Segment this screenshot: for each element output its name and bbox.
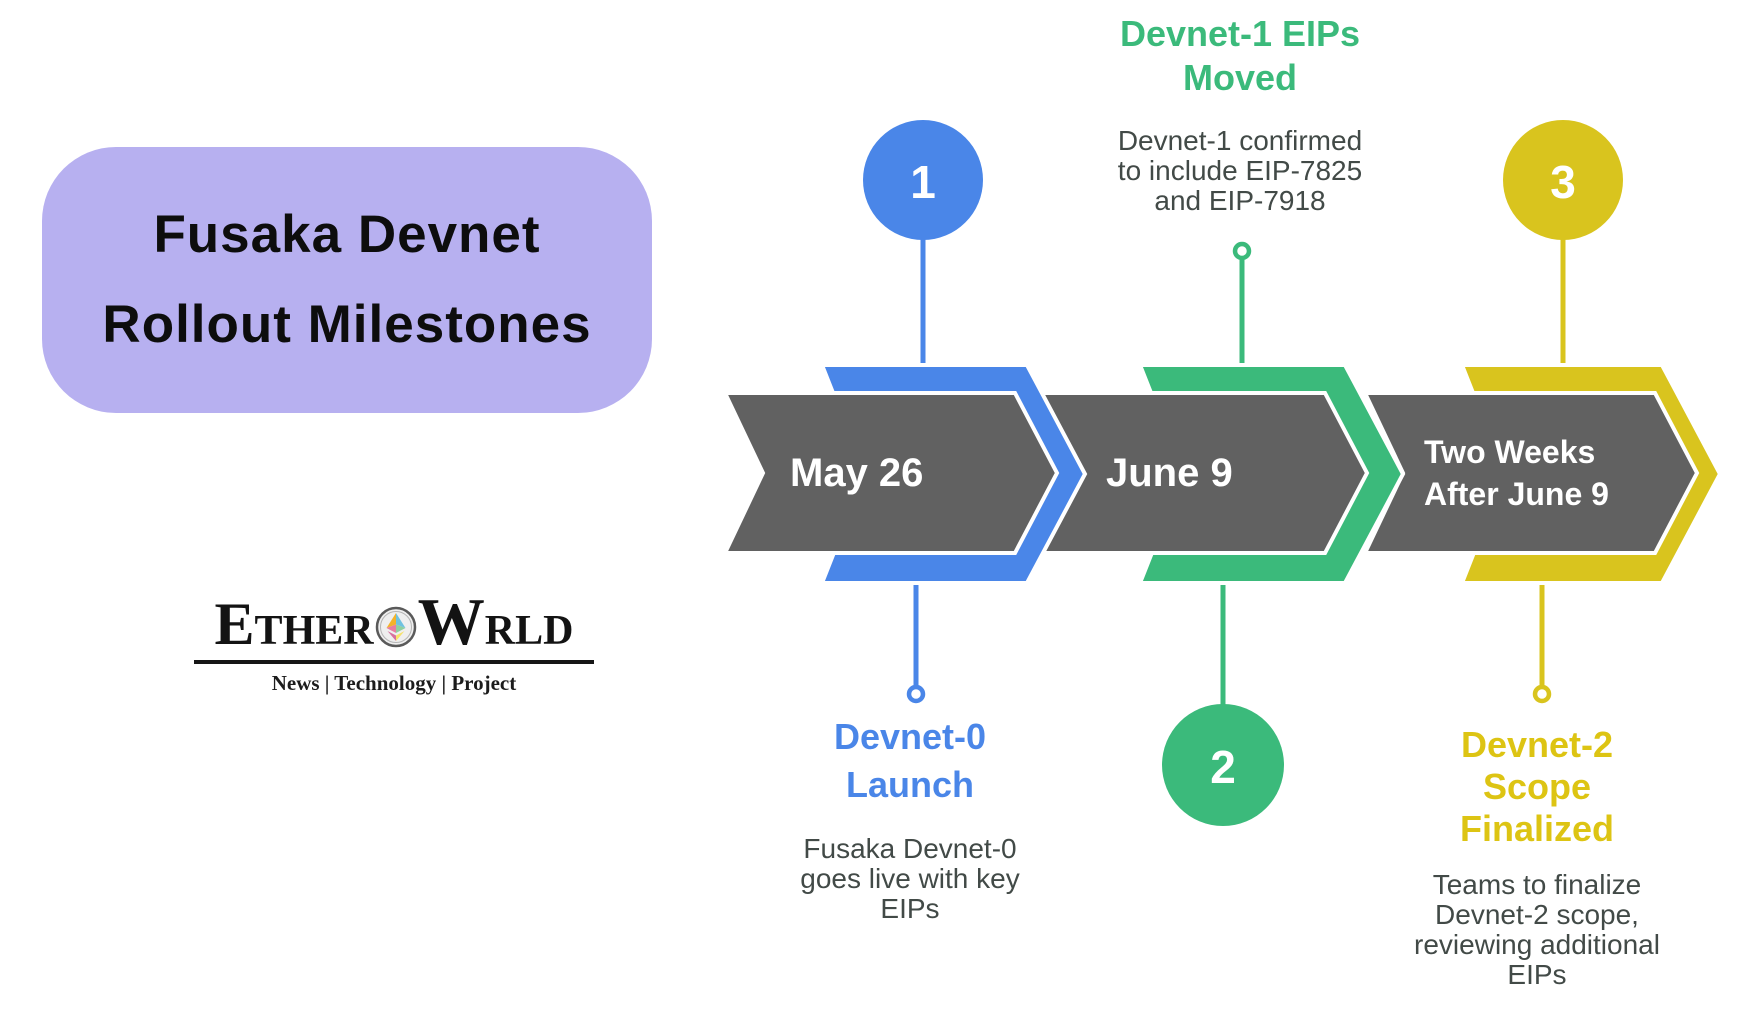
ethereum-diamond-coin-icon [375,598,417,658]
milestone-3-title: Devnet-2 Scope Finalized [1460,724,1614,850]
milestone-1-date: May 26 [790,451,924,495]
milestone-1-stem-ring [906,684,926,704]
milestone-3-title-line1: Devnet-2 [1460,724,1614,765]
milestone-2-number: 2 [1210,741,1236,793]
logo-tagline: News | Technology | Project [271,671,517,695]
milestone-1-number-circle [863,120,983,240]
milestone-1-title: Devnet-0 Launch [834,713,986,809]
milestone-2-stem-ring [1232,241,1252,261]
milestone-2-title-line2: Moved [1182,57,1298,98]
header-title-box: Fusaka Devnet Rollout Milestones [42,147,652,413]
etherworld-wordmark: Ether Wrld [194,588,594,658]
milestone-3-title-line3: Finalized [1459,808,1615,849]
milestone-3-stem-ring [1532,684,1552,704]
logo-underline [194,660,594,664]
milestone-3-desc-line3: reviewing additional [1414,929,1660,960]
wordmark-end: rld [484,591,574,657]
milestone-2-description: Devnet-1 confirmed to include EIP-7825 a… [1118,126,1362,216]
milestone-3-desc-line1: Teams to finalize [1432,869,1642,900]
milestone-3-date-line1: Two Weeks [1424,434,1596,470]
milestone-2-title: Devnet-1 EIPs Moved [1120,12,1360,100]
milestone-3-desc-line4: EIPs [1507,959,1567,990]
etherworld-logo: Ether Wrld News | Technology | Project [194,588,594,696]
page-title-line2: Rollout Milestones [102,295,592,354]
wordmark-start: Ether [214,591,374,657]
milestone-3-number: 3 [1550,156,1576,208]
milestone-3-description: Teams to finalize Devnet-2 scope, review… [1414,870,1660,990]
milestone-2-number-circle [1162,704,1284,826]
milestone-2-desc-line2: to include EIP-7825 [1117,155,1363,186]
milestone-2-title-line1: Devnet-1 EIPs [1119,13,1361,54]
page-title: Fusaka Devnet Rollout Milestones [102,190,591,370]
milestone-1-title-line1: Devnet-0 [833,716,987,757]
milestone-1-desc-line2: goes live with key [800,863,1020,894]
milestone-3-number-circle [1503,120,1623,240]
milestone-2-desc-line3: and EIP-7918 [1154,185,1326,216]
milestone-1-title-line2: Launch [845,764,974,805]
milestone-1-date-chevron [721,391,1060,555]
milestone-2-date: June 9 [1106,451,1233,495]
milestone-3-date-line2: After June 9 [1424,476,1609,512]
milestone-1-number: 1 [910,156,936,208]
milestone-3-desc-line2: Devnet-2 scope, [1435,899,1639,930]
milestone-1-description: Fusaka Devnet-0 goes live with key EIPs [800,834,1019,924]
wordmark-w: W [417,584,485,659]
milestone-1-desc-line1: Fusaka Devnet-0 [803,833,1017,864]
milestone-2-desc-line1: Devnet-1 confirmed [1117,125,1363,156]
page-title-line1: Fusaka Devnet [153,205,541,264]
milestone-3-title-line2: Scope [1482,766,1592,807]
milestone-1-desc-line3: EIPs [880,893,940,924]
milestone-3-date: Two Weeks After June 9 [1424,431,1609,515]
